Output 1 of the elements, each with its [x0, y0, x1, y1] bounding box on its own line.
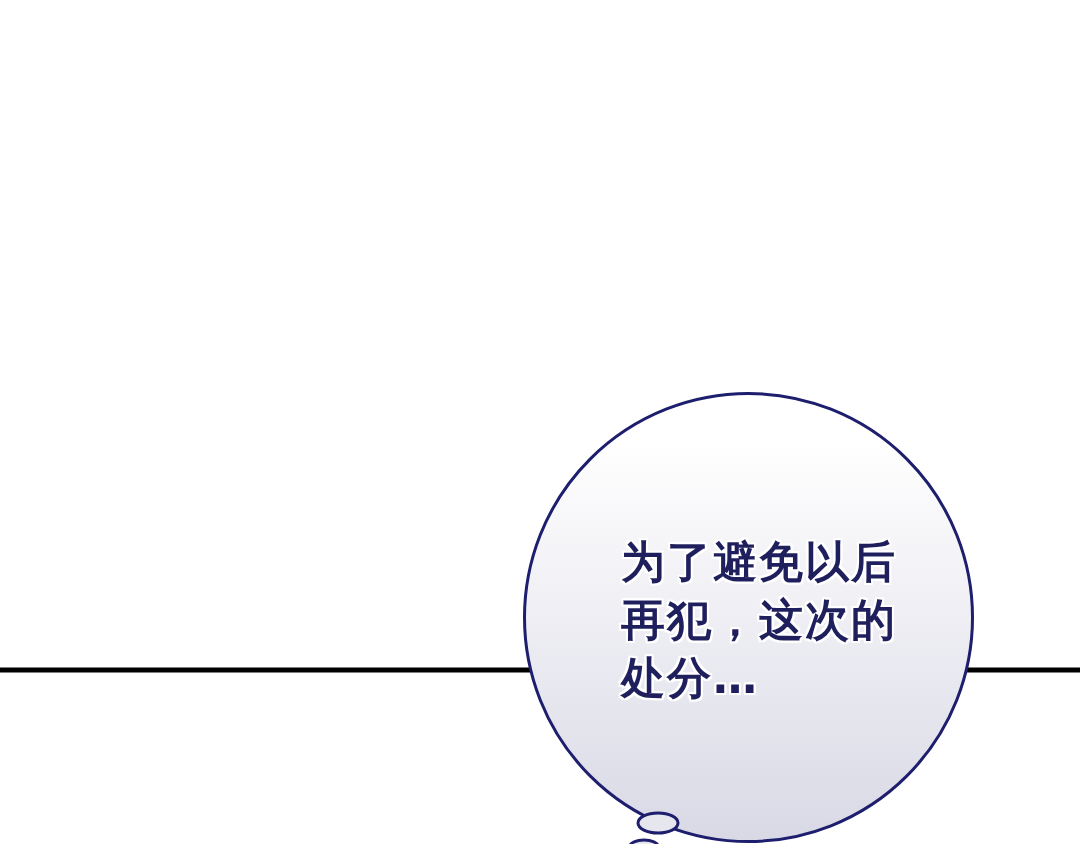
bubble-text: 为了避免以后再犯，这次的处分…	[621, 535, 898, 705]
